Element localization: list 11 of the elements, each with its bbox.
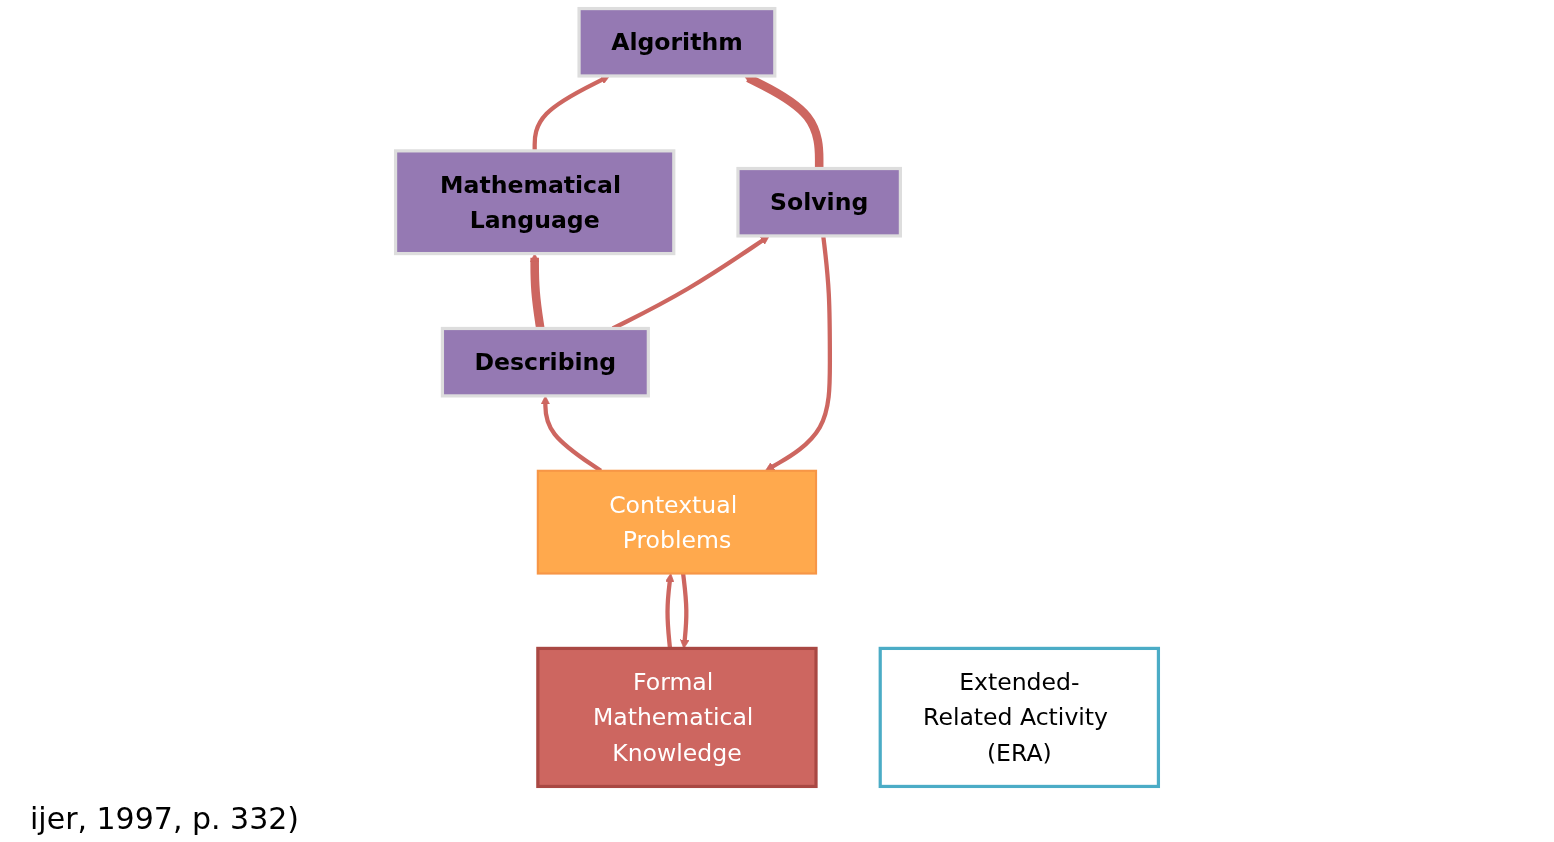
arrow <box>680 573 690 649</box>
node-box: Contextual Problems <box>536 469 818 575</box>
node-box: Solving <box>736 166 902 238</box>
arrow <box>532 75 610 151</box>
node-box: Describing <box>440 326 650 398</box>
citation-text: ijer, 1997, p. 332) <box>30 801 300 836</box>
node-box: Extended-Related Activity (ERA) <box>878 646 1161 789</box>
node-box: Mathematical Language <box>393 149 676 256</box>
arrow <box>665 573 675 649</box>
node-box: Algorithm <box>577 6 777 78</box>
node-box: Formal Mathematical Knowledge <box>536 646 818 789</box>
